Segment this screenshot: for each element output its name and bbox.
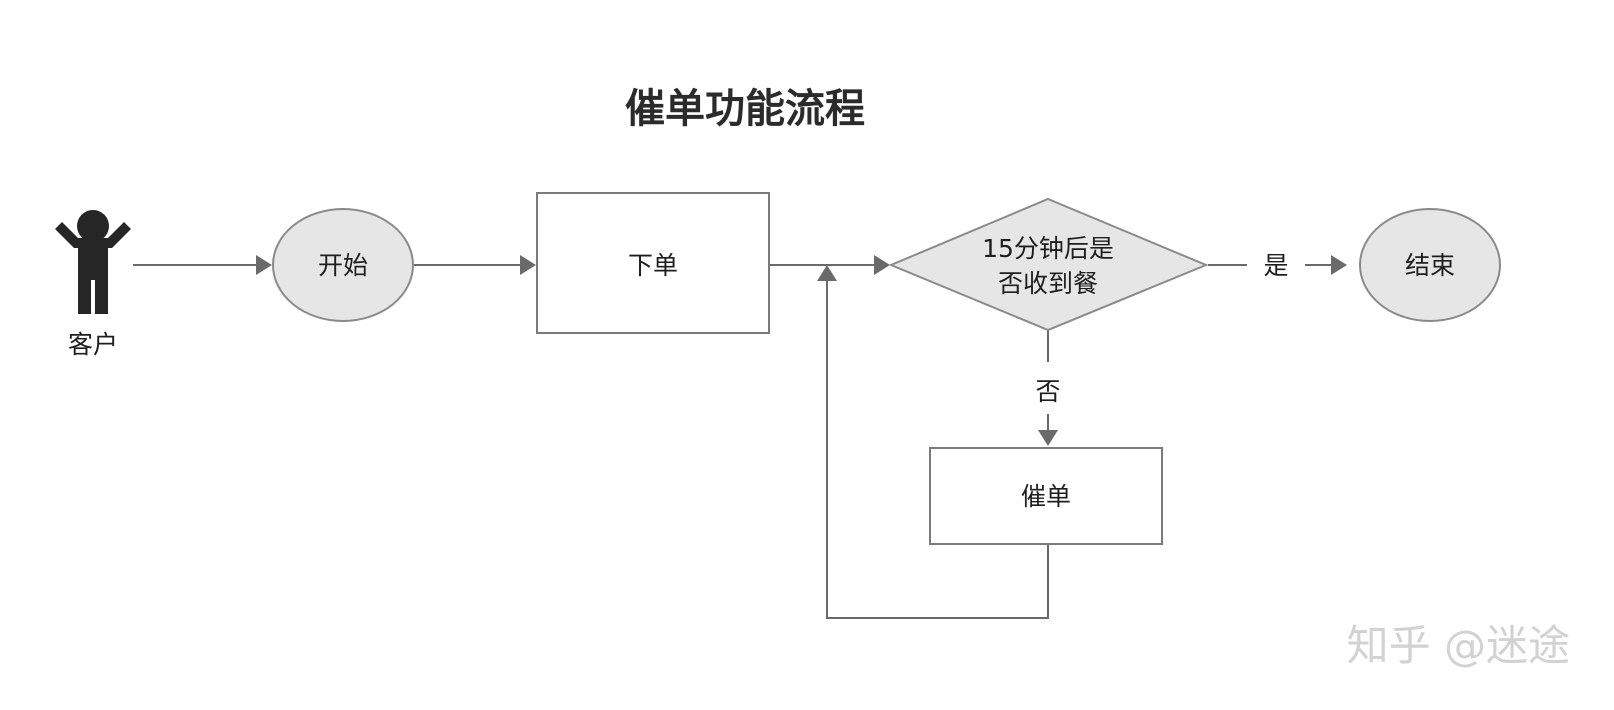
node-decision-line2: 否收到餐 <box>998 269 1098 298</box>
node-order: 下单 <box>536 192 770 334</box>
edge-label-yes: 是 <box>1263 251 1288 280</box>
person-icon <box>55 210 131 314</box>
connector-decision-urge <box>1038 330 1058 446</box>
node-start: 开始 <box>272 208 414 322</box>
node-urge: 催单 <box>929 447 1163 545</box>
connector-order-decision <box>770 255 890 275</box>
edge-label-no: 否 <box>1035 377 1060 406</box>
diagram-title: 催单功能流程 <box>625 86 865 132</box>
connector-actor-start <box>133 255 272 275</box>
node-urge-label: 催单 <box>1021 482 1071 511</box>
node-decision: 15分钟后是 否收到餐 <box>888 197 1209 332</box>
connector-start-order <box>414 255 536 275</box>
node-end: 结束 <box>1359 208 1501 322</box>
node-start-label: 开始 <box>318 251 368 280</box>
node-end-label: 结束 <box>1405 251 1455 280</box>
connector-decision-end <box>1208 255 1347 275</box>
actor-label: 客户 <box>68 330 118 359</box>
node-order-label: 下单 <box>628 251 678 280</box>
node-decision-line1: 15分钟后是 <box>982 234 1114 263</box>
connector-urge-loop-back <box>817 265 1049 619</box>
watermark: 知乎 @迷途 <box>1347 621 1570 670</box>
